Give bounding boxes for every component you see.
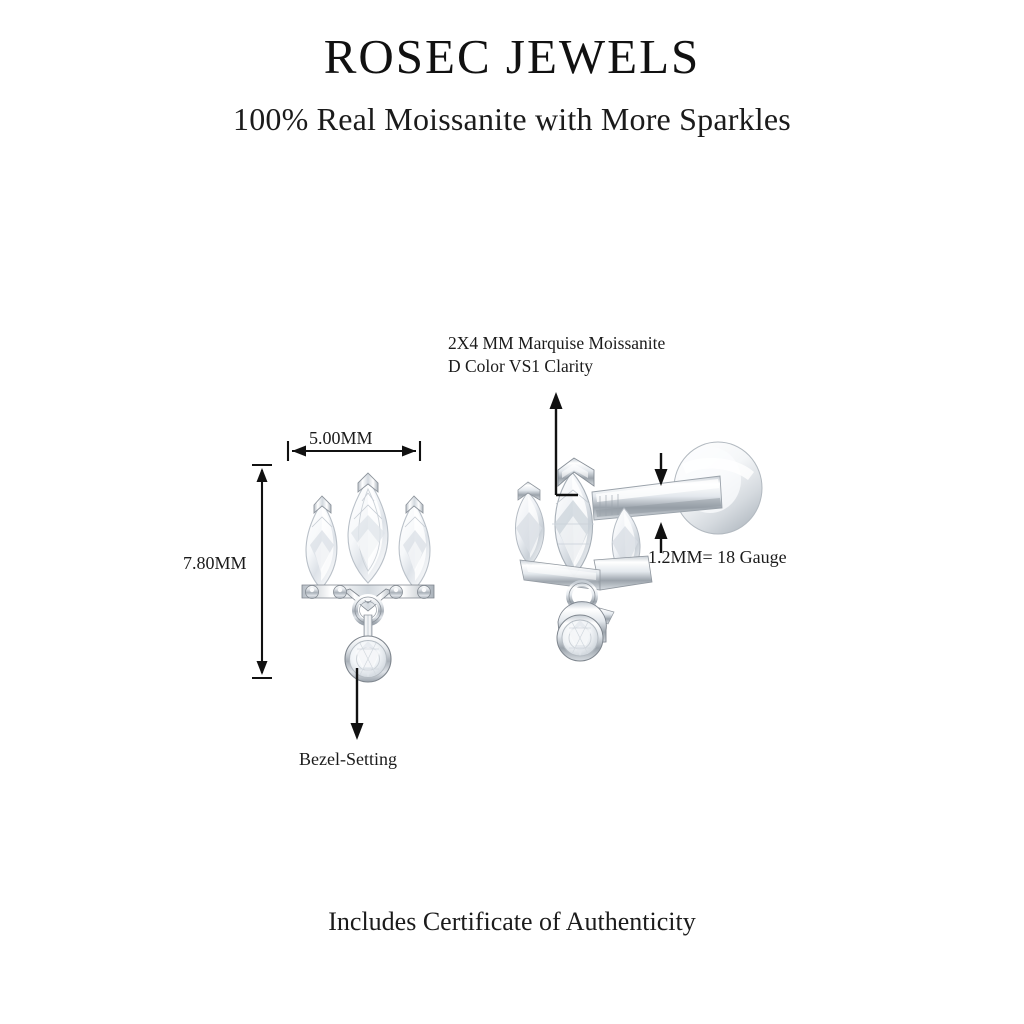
jump-ring [352, 594, 384, 640]
page-title: ROSEC JEWELS [323, 29, 701, 84]
prong-left [313, 495, 332, 514]
dimension-width-label: 5.00MM [309, 428, 373, 448]
stone-marquise-center [347, 477, 389, 584]
stone-round-bezel-dangle-side [556, 601, 607, 662]
annotation-stone-spec-line1: 2X4 MM Marquise Moissanite [448, 333, 666, 353]
annotation-stone-spec-line2: D Color VS1 Clarity [448, 356, 594, 376]
annotation-setting: Bezel-Setting [299, 749, 397, 769]
product-side-view [515, 441, 763, 662]
footer-note: Includes Certificate of Authenticity [328, 907, 696, 936]
stone-marquise-left [305, 500, 338, 590]
annotation-stone-spec: 2X4 MM Marquise Moissanite D Color VS1 C… [448, 332, 665, 378]
annotation-gauge: 1.2MM= 18 Gauge [648, 547, 787, 567]
page-subtitle: 100% Real Moissanite with More Sparkles [233, 101, 791, 137]
prong-right [405, 495, 424, 514]
dimension-height-label: 7.80MM [183, 553, 247, 573]
product-front-view [301, 472, 435, 683]
prong-center [357, 472, 379, 493]
stone-round-bezel-dangle [344, 635, 392, 683]
stone-marquise-right [398, 500, 431, 590]
base-bar [301, 584, 435, 612]
stone-cluster-side [515, 457, 653, 591]
